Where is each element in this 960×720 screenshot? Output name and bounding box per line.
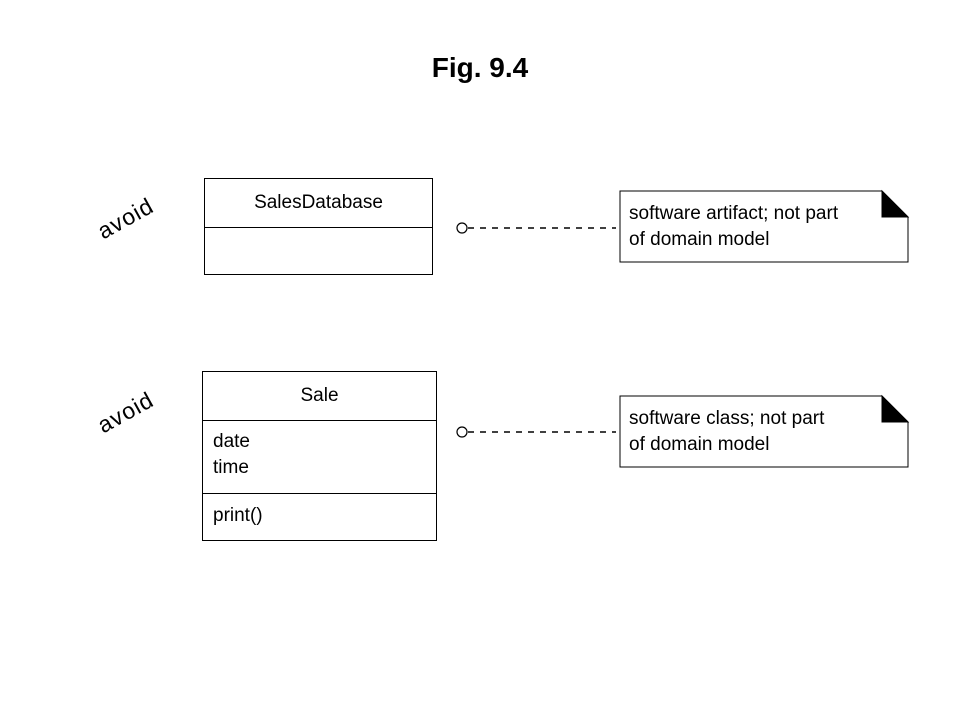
note-line: software artifact; not part (629, 203, 839, 224)
attribute-compartment (205, 227, 432, 274)
operation-compartment: print() (203, 493, 436, 540)
attribute-item: time (213, 457, 249, 478)
connector-anchor-1 (456, 222, 468, 234)
note-line: of domain model (629, 229, 770, 250)
note-1: software artifact; not part of domain mo… (629, 201, 838, 253)
attribute-item: date (213, 431, 250, 452)
note-2: software class; not part of domain model (629, 406, 824, 458)
note-corner-1 (881, 189, 910, 218)
figure-title: Fig. 9.4 (431, 52, 529, 83)
class-name: SalesDatabase (254, 192, 383, 213)
connector-anchor-2 (456, 426, 468, 438)
note-line: software class; not part (629, 408, 825, 429)
class-name: Sale (300, 385, 339, 406)
note-shape-2 (619, 395, 909, 468)
note-corner-2 (881, 394, 910, 423)
note-line: of domain model (629, 434, 770, 455)
class-sale: Sale date time print() (202, 371, 437, 541)
note-shape-1 (619, 190, 909, 263)
class-sales-database: SalesDatabase (204, 178, 433, 275)
operation-item: print() (213, 505, 263, 526)
attribute-compartment: date time (203, 420, 436, 493)
